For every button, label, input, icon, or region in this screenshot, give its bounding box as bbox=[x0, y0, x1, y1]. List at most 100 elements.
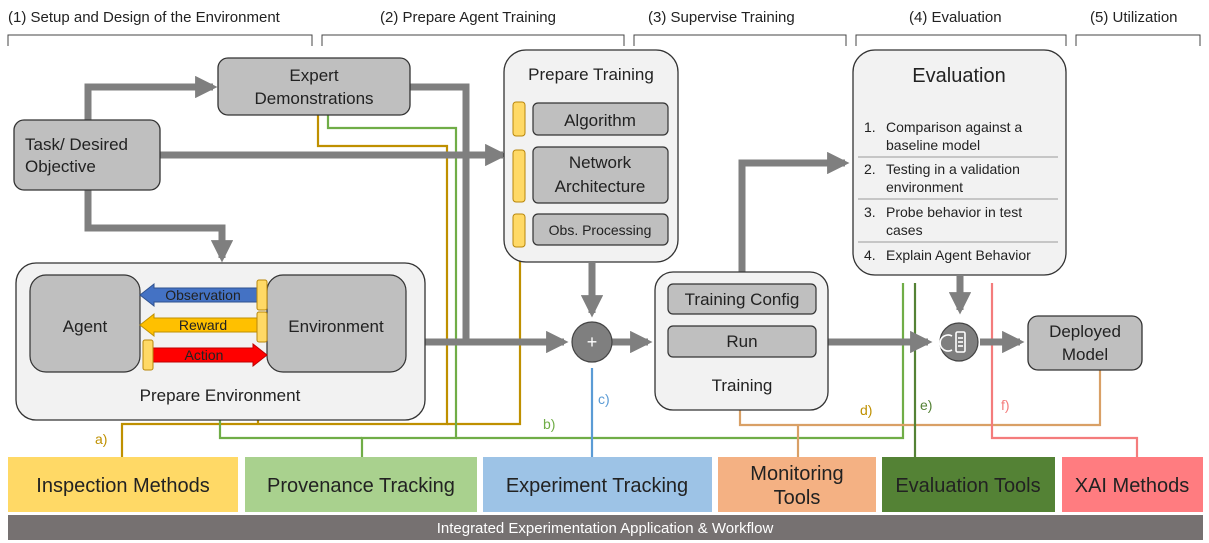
network-label-line1: Network bbox=[569, 153, 632, 172]
stage-3-label: (3) Supervise Training bbox=[648, 9, 795, 26]
deployed-label-line1: Deployed bbox=[1049, 322, 1121, 341]
experiment-tracking-box bbox=[483, 457, 712, 512]
plus-junction: + bbox=[571, 321, 613, 363]
label-e: e) bbox=[920, 397, 932, 413]
deployed-model-box: Deployed Model bbox=[1027, 315, 1143, 371]
eval-item-1-line2: baseline model bbox=[886, 137, 980, 153]
obs-processing-box bbox=[532, 213, 669, 246]
network-label-line2: Architecture bbox=[555, 177, 646, 196]
action-arrow bbox=[152, 342, 268, 368]
line-b bbox=[326, 112, 458, 457]
monitoring-tools-label-line1: Monitoring bbox=[750, 463, 843, 485]
algorithm-marker bbox=[512, 101, 526, 137]
deployed-label-line2: Model bbox=[1062, 345, 1108, 364]
prepare-environment-caption: Prepare Environment bbox=[140, 386, 301, 405]
footer-bar: Integrated Experimentation Application &… bbox=[8, 515, 1203, 540]
action-label: Action bbox=[185, 347, 224, 363]
prepare-environment-panel: Agent Environment Observation Reward Act… bbox=[15, 262, 426, 421]
line-b-env bbox=[218, 420, 362, 440]
stage-4-bracket bbox=[855, 34, 1067, 46]
stage-1-label: (1) Setup and Design of the Environment bbox=[8, 9, 281, 26]
label-c: c) bbox=[598, 391, 610, 407]
evaluation-panel: Evaluation 1. Comparison against a basel… bbox=[852, 49, 1067, 276]
provenance-tracking-box bbox=[245, 457, 477, 512]
algorithm-label: Algorithm bbox=[564, 111, 636, 130]
plus-symbol: + bbox=[587, 332, 598, 352]
action-marker bbox=[142, 339, 154, 371]
eval-item-4-num: 4. bbox=[864, 247, 876, 263]
xai-methods-box bbox=[1062, 457, 1203, 512]
obs-processing-label: Obs. Processing bbox=[549, 222, 652, 238]
eval-item-1-line1: Comparison against a bbox=[886, 119, 1022, 135]
prepare-training-title: Prepare Training bbox=[528, 65, 654, 84]
task-label-line1: Task/ Desired bbox=[25, 135, 128, 154]
eval-item-2-line1: Testing in a validation bbox=[886, 161, 1020, 177]
network-architecture-box bbox=[532, 146, 669, 204]
stage-1-bracket bbox=[7, 34, 313, 46]
arrow-expert-to-plus bbox=[410, 83, 569, 354]
obs-marker bbox=[512, 213, 526, 248]
eval-item-2-line2: environment bbox=[886, 179, 963, 195]
prepare-training-panel: Prepare Training Algorithm Network Archi… bbox=[503, 49, 679, 263]
reward-label: Reward bbox=[179, 317, 227, 333]
footer-label: Integrated Experimentation Application &… bbox=[437, 520, 774, 537]
tool-boxes: Inspection Methods Provenance Tracking E… bbox=[8, 457, 1203, 512]
tool-lines bbox=[120, 112, 1139, 457]
label-d: d) bbox=[860, 402, 872, 418]
inspection-methods-box bbox=[8, 457, 238, 512]
line-d bbox=[738, 368, 1102, 427]
eval-item-2-num: 2. bbox=[864, 161, 876, 177]
eval-item-4-line1: Explain Agent Behavior bbox=[886, 247, 1031, 263]
connection-labels: a) b) c) d) e) f) bbox=[95, 391, 1010, 447]
training-config-label: Training Config bbox=[685, 290, 800, 309]
run-label: Run bbox=[726, 332, 757, 351]
monitoring-tools-label-line2: Tools bbox=[774, 487, 821, 509]
run-box bbox=[667, 325, 817, 358]
training-caption: Training bbox=[712, 376, 773, 395]
label-b: b) bbox=[543, 416, 555, 432]
arrow-task-to-env bbox=[84, 190, 234, 263]
arrow-training-to-eval bbox=[738, 151, 850, 272]
training-config-box bbox=[667, 283, 817, 315]
eval-item-3-line1: Probe behavior in test bbox=[886, 204, 1022, 220]
flow-arrows bbox=[84, 75, 1025, 354]
observation-label: Observation bbox=[165, 287, 240, 303]
task-label-line2: Objective bbox=[25, 157, 96, 176]
stage-2-label: (2) Prepare Agent Training bbox=[380, 9, 556, 26]
agent-box bbox=[29, 274, 141, 373]
expert-label-line1: Expert bbox=[289, 66, 338, 85]
observation-marker bbox=[256, 279, 268, 311]
evaluation-title: Evaluation bbox=[912, 65, 1005, 87]
arrow-task-to-expert bbox=[84, 75, 218, 120]
label-f: f) bbox=[1001, 397, 1010, 413]
stage-2-bracket bbox=[321, 34, 625, 46]
eval-item-3-num: 3. bbox=[864, 204, 876, 220]
merge-icon bbox=[939, 331, 966, 353]
line-f bbox=[990, 283, 1139, 457]
inspection-methods-label: Inspection Methods bbox=[36, 475, 209, 497]
agent-label: Agent bbox=[63, 317, 108, 336]
stage-5-bracket bbox=[1075, 34, 1201, 46]
algorithm-box bbox=[532, 102, 669, 136]
stage-5-label: (5) Utilization bbox=[1090, 9, 1178, 26]
expert-demonstrations-box: Expert Demonstrations bbox=[217, 57, 411, 116]
network-marker bbox=[512, 149, 526, 203]
stage-headers: (1) Setup and Design of the Environment … bbox=[7, 9, 1201, 46]
line-b-main bbox=[456, 283, 905, 440]
eval-item-3-line2: cases bbox=[886, 222, 923, 238]
stage-3-bracket bbox=[633, 34, 847, 46]
label-a: a) bbox=[95, 431, 107, 447]
experiment-tracking-label: Experiment Tracking bbox=[506, 475, 688, 497]
line-a bbox=[120, 112, 449, 457]
monitoring-tools-box bbox=[718, 457, 876, 512]
xai-methods-label: XAI Methods bbox=[1075, 475, 1190, 497]
task-objective-box: Task/ Desired Objective bbox=[13, 119, 161, 191]
evaluation-tools-label: Evaluation Tools bbox=[895, 475, 1040, 497]
provenance-tracking-label: Provenance Tracking bbox=[267, 475, 455, 497]
merge-node bbox=[939, 322, 979, 362]
eval-item-1-num: 1. bbox=[864, 119, 876, 135]
line-a-train bbox=[447, 246, 522, 426]
evaluation-tools-box bbox=[882, 457, 1055, 512]
expert-label-line2: Demonstrations bbox=[254, 89, 373, 108]
